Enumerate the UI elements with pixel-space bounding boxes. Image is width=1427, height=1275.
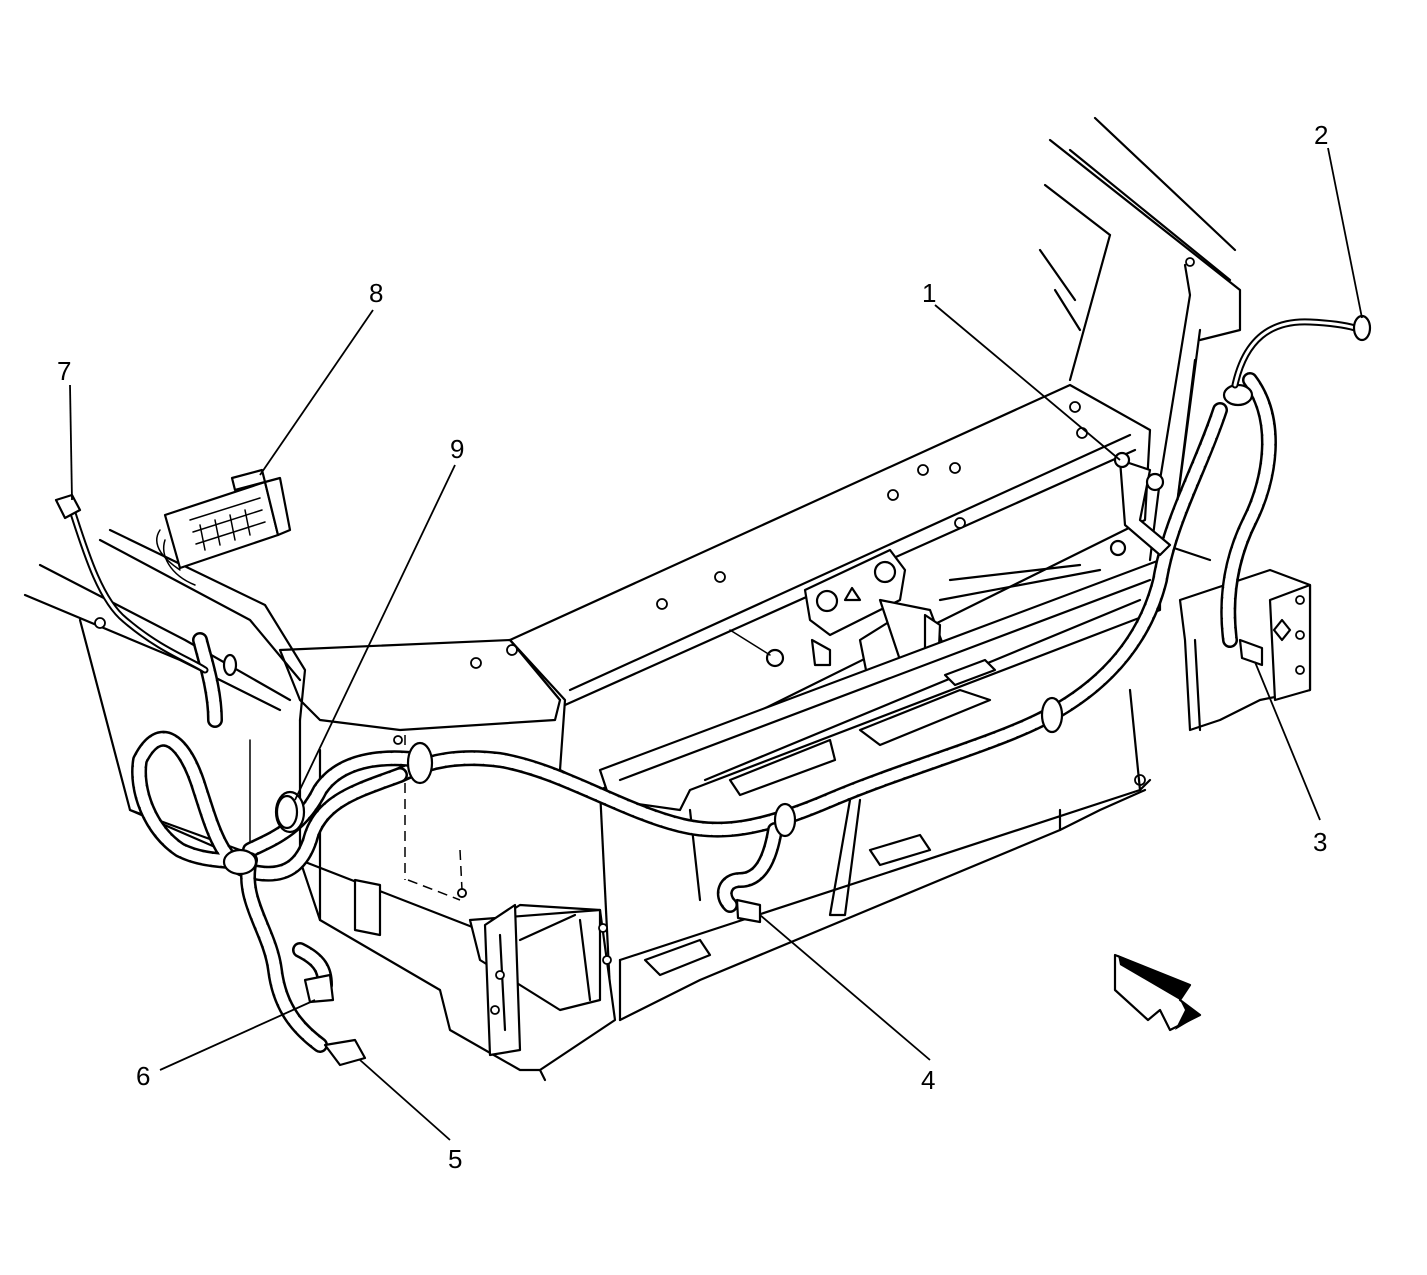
radiator-support-lower (598, 558, 1162, 1022)
callout-labels: 1 2 3 4 5 6 7 8 9 (57, 120, 1328, 1174)
front-direction-arrow-icon (1113, 953, 1202, 1032)
connector-7-icon (54, 493, 82, 520)
hood-switch-wire (1109, 451, 1172, 557)
leader-lines (69, 147, 1363, 1141)
connector-6-icon (303, 973, 335, 1004)
connectors (54, 468, 1264, 1067)
callout-7: 7 (57, 356, 71, 386)
left-frame-bracket (298, 718, 617, 1082)
forward-lamp-wiring-harness (131, 372, 1277, 1053)
callout-6: 6 (136, 1061, 150, 1091)
callout-8: 8 (369, 278, 383, 308)
callout-9: 9 (450, 434, 464, 464)
connector-8-icon (156, 468, 292, 586)
item-7-wire (68, 506, 209, 674)
callout-4: 4 (921, 1065, 935, 1095)
grommet-9-icon (275, 794, 299, 830)
connector-3-icon (1238, 638, 1264, 667)
callout-3: 3 (1313, 827, 1327, 857)
item-2-ground-wire (1231, 314, 1372, 389)
callout-2: 2 (1314, 120, 1328, 150)
callout-1: 1 (922, 278, 936, 308)
connector-4-icon (735, 898, 762, 924)
connector-5-icon (323, 1038, 367, 1067)
left-fender-structure (23, 528, 307, 872)
callout-5: 5 (448, 1144, 462, 1174)
